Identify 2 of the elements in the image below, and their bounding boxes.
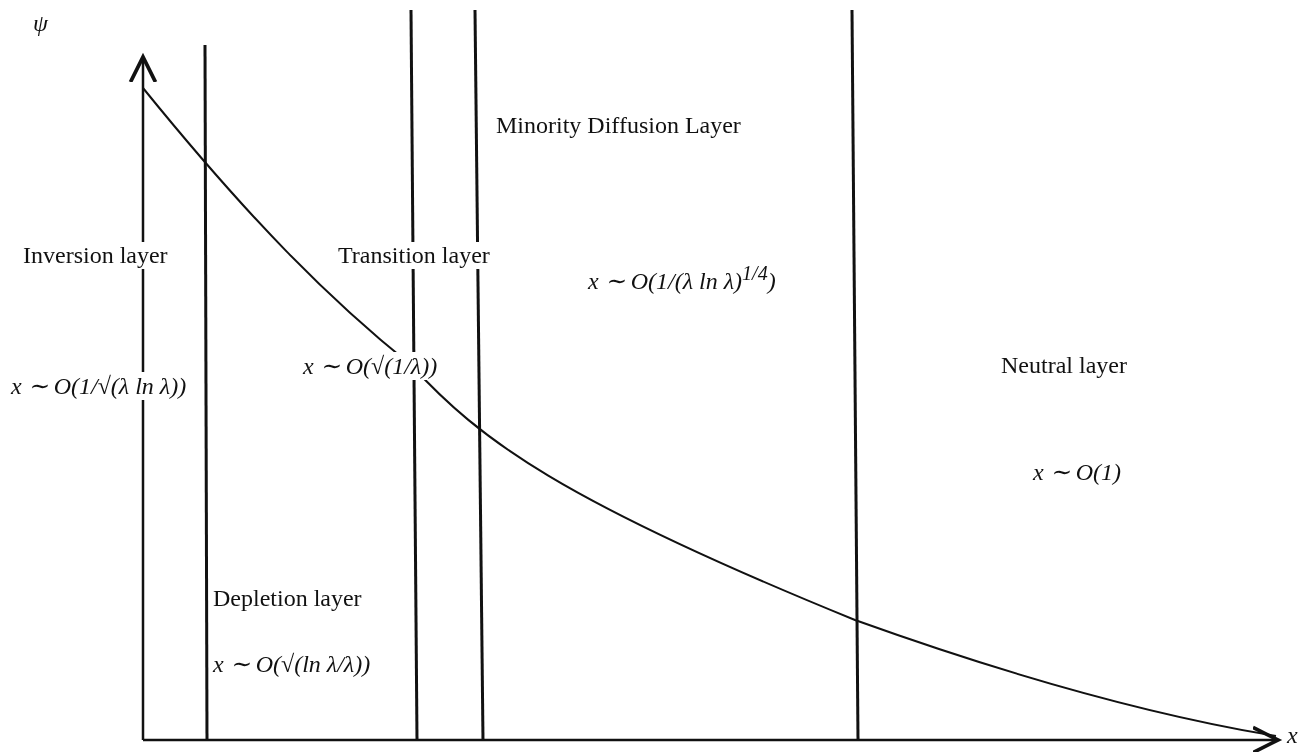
layer-label: Inversion layer xyxy=(20,242,171,269)
layer-label: Transition layer xyxy=(335,242,493,269)
